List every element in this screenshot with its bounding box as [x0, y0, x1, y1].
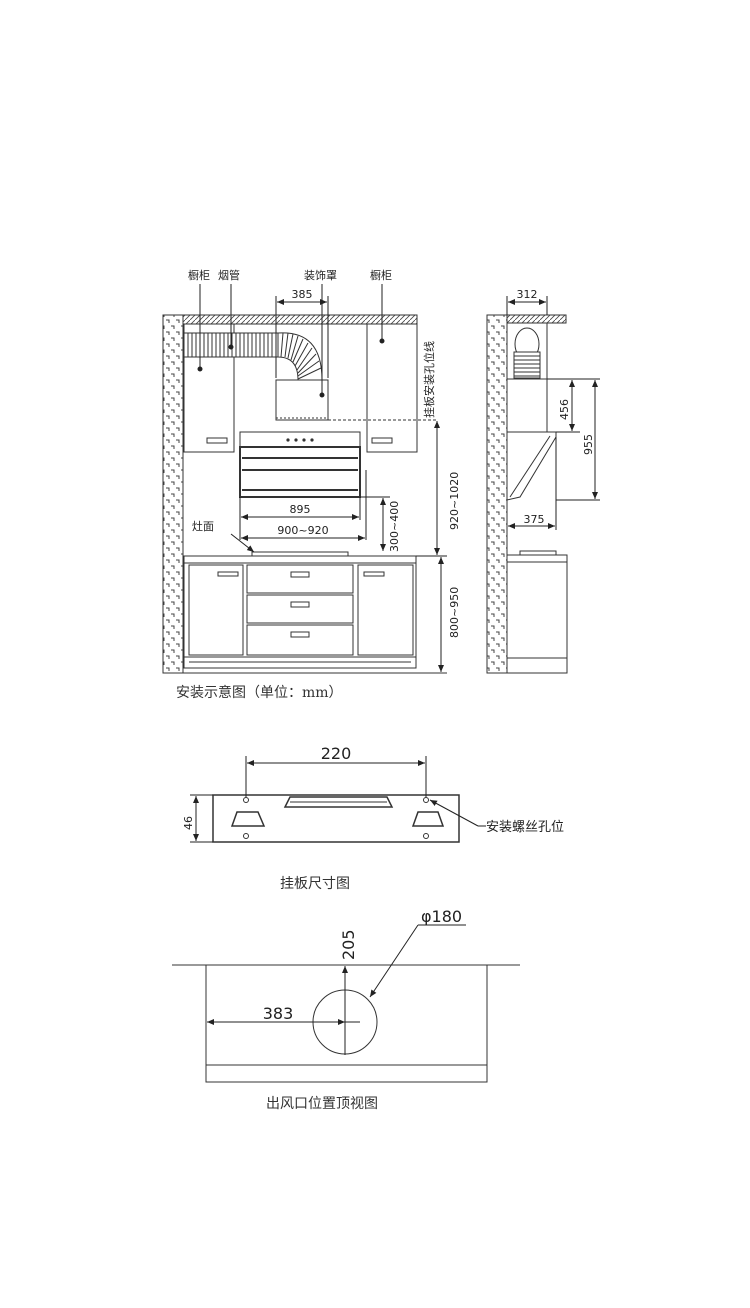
- dim-46: 46: [182, 816, 195, 830]
- ceiling-slab: [182, 314, 418, 325]
- left-wall: [162, 314, 184, 674]
- dim-895: 895: [290, 503, 311, 516]
- label-cabinet-right: 橱柜: [370, 268, 392, 282]
- plate-hole: [243, 833, 249, 839]
- dim-312: 312: [517, 288, 538, 301]
- dim-900-920: 900~920: [277, 524, 328, 537]
- mounting-plate-drawing: 220 46 安装螺丝孔位 挂板尺寸图: [182, 744, 564, 892]
- dim-456: 456: [558, 399, 571, 420]
- install-caption: 安装示意图（单位：mm）: [176, 684, 343, 701]
- side-elevation: 312 456 955 375: [486, 288, 600, 674]
- label-cover: 装饰罩: [304, 268, 337, 282]
- countertop: [183, 555, 417, 564]
- dim-955: 955: [582, 434, 595, 455]
- chimney-cover: [275, 379, 329, 421]
- side-wall: [486, 314, 508, 674]
- plate-hole: [423, 797, 429, 803]
- label-stove: 灶面: [192, 520, 214, 533]
- dim-205: 205: [339, 929, 358, 960]
- dim-920-1020: 920~1020: [448, 472, 461, 530]
- outlet-caption: 出风口位置顶视图: [266, 1096, 378, 1112]
- side-ceiling: [506, 314, 567, 324]
- range-hood: [239, 431, 361, 498]
- base-cabinet: [183, 562, 417, 669]
- front-elevation: 橱柜 烟管 装饰罩 橱柜 385 挂板安装孔位线 895 900~920 300…: [162, 268, 461, 701]
- label-mount-line: 挂板安装孔位线: [422, 341, 436, 418]
- stove: [251, 551, 349, 557]
- dim-220: 220: [321, 744, 352, 763]
- dim-300-400: 300~400: [388, 501, 401, 552]
- outlet-top-view: 205 383 φ180 出风口位置顶视图: [172, 907, 520, 1112]
- upper-cabinet-right: [366, 323, 418, 453]
- plate-hole: [423, 833, 429, 839]
- label-flue: 烟管: [218, 268, 240, 282]
- plate-caption: 挂板尺寸图: [280, 876, 350, 892]
- dim-385: 385: [292, 288, 313, 301]
- dim-383: 383: [263, 1004, 294, 1023]
- label-cabinet-left: 橱柜: [188, 268, 210, 282]
- dim-375: 375: [524, 513, 545, 526]
- dim-800-950: 800~950: [448, 587, 461, 638]
- label-screw-holes: 安装螺丝孔位: [486, 820, 564, 835]
- plate-hole: [243, 797, 249, 803]
- dim-diameter: φ180: [421, 907, 462, 926]
